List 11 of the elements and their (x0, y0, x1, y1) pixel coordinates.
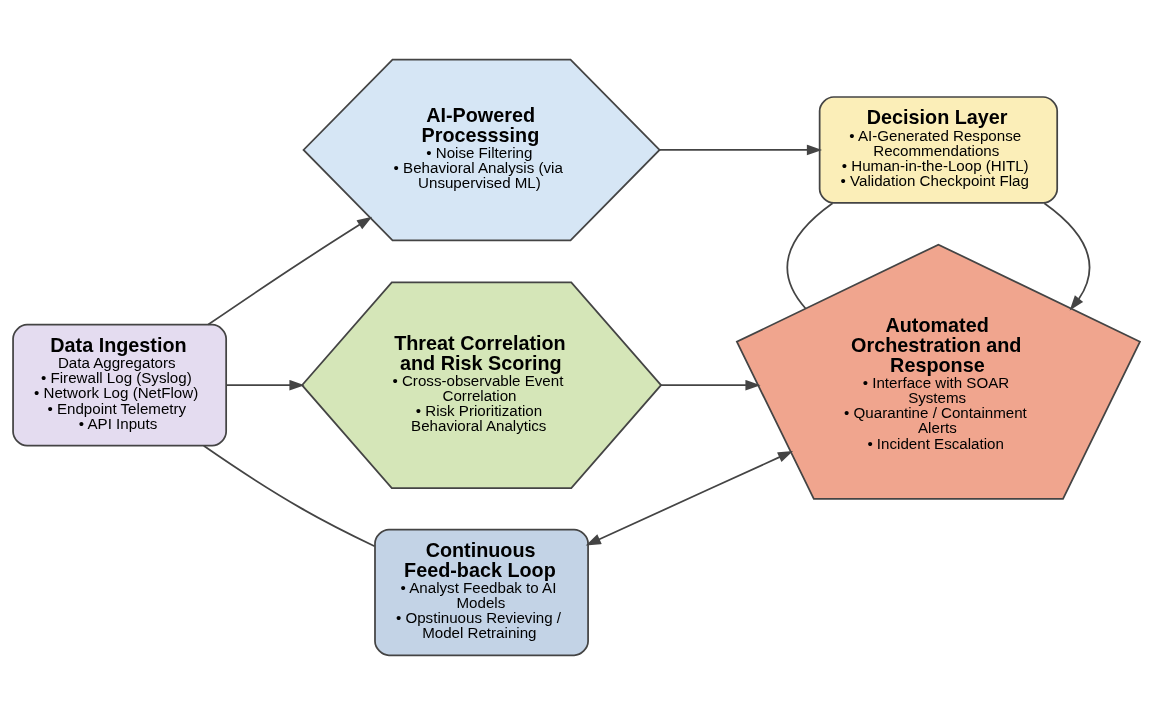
connector (786, 202, 834, 310)
node-box: Data Ingestion Data Aggregators • Firewall Log (Syslog) • Network Log (NetFlow) • Endpoint Telemetry • API Inputs (12, 323, 228, 447)
node-box: Continuous Feed-back Loop • Analyst Feedbak to AI Models • Opstinuous Revieving / Model Retraining (374, 528, 589, 657)
arrow (1043, 202, 1091, 311)
arrow (207, 216, 373, 326)
arrow (585, 450, 794, 546)
arrow (225, 379, 305, 391)
arrow (658, 144, 823, 156)
arrow (660, 379, 761, 391)
node-box: Decision Layer • AI-Generated Response Recommendations • Human-in-the-Loop (HITL) • Validation Checkpoint Flag (818, 96, 1059, 204)
connector (202, 444, 376, 548)
